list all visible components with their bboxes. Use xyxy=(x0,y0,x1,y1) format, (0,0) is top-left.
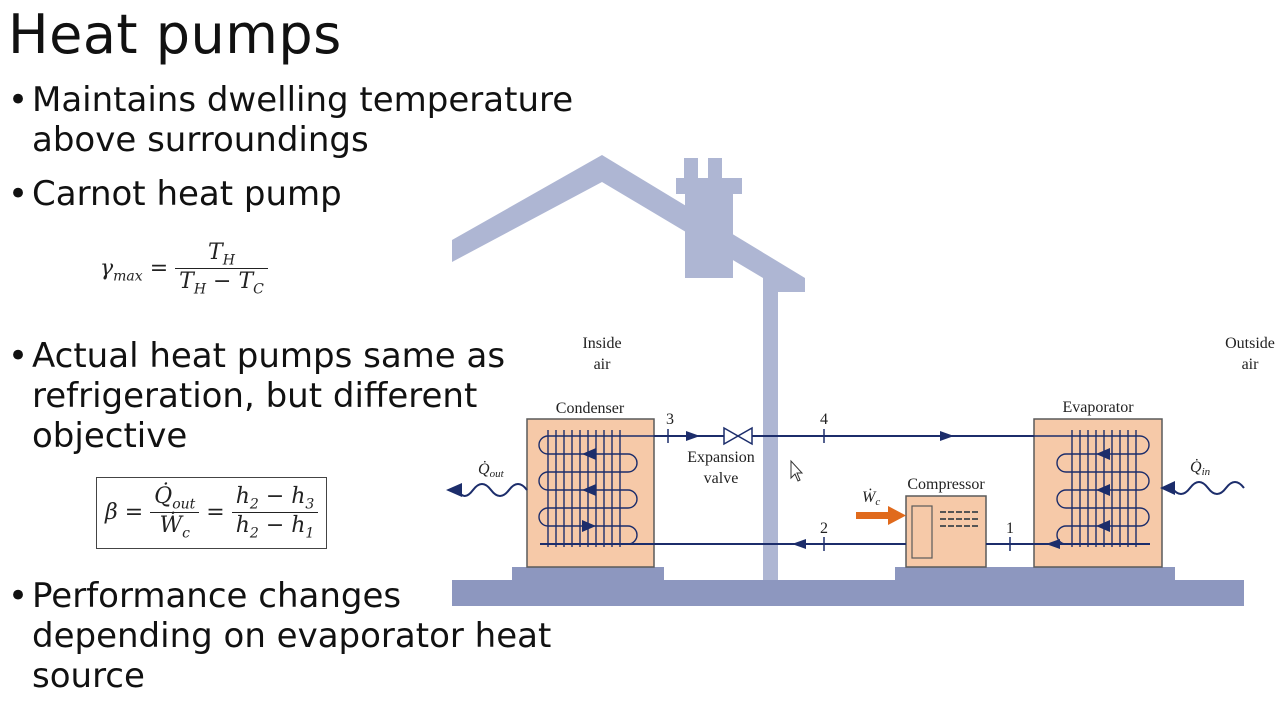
eq-sub: out xyxy=(172,496,196,513)
bullet-dot: • xyxy=(8,336,29,376)
slide-title: Heat pumps xyxy=(8,3,342,66)
bullet-line: Performance changes xyxy=(32,576,402,616)
bullet-line: Actual heat pumps same as xyxy=(32,336,506,376)
condenser-base xyxy=(512,567,664,581)
state-ticks xyxy=(667,429,1011,551)
equation-carnot: γmax = TH TH − TC xyxy=(100,240,268,298)
eq-sub: 2 xyxy=(249,525,259,542)
eq-den: Ẇ xyxy=(159,513,183,539)
bullet-dot: • xyxy=(8,174,29,214)
q-in-subscript: in xyxy=(1202,466,1211,478)
bullet-line: depending on evaporator heat xyxy=(32,616,552,656)
eq-op: − xyxy=(265,484,285,509)
eq-den: h xyxy=(291,513,306,539)
expansion-valve-label: Expansion xyxy=(687,449,755,466)
eq-op: − xyxy=(213,269,232,295)
condenser-label: Condenser xyxy=(556,400,625,417)
eq-num: T xyxy=(208,240,223,265)
chimney-pot xyxy=(708,158,722,180)
eq-sub: C xyxy=(253,281,264,298)
outdoor-base xyxy=(895,567,1175,581)
bullet-dot: • xyxy=(8,576,29,616)
eq-den: T xyxy=(238,269,254,295)
bullet-dot: • xyxy=(8,80,29,120)
eq-sub: 1 xyxy=(305,525,315,542)
eq-sub: c xyxy=(182,525,190,542)
eq-num: h xyxy=(291,484,306,509)
compressor-unit xyxy=(905,495,987,568)
bullet-line: Carnot heat pump xyxy=(32,174,342,214)
state-label-1: 1 xyxy=(1006,520,1014,537)
mouse-cursor-icon xyxy=(790,459,804,482)
bullet-line: Maintains dwelling temperature xyxy=(32,80,574,120)
compressor-vents xyxy=(940,511,980,527)
compressor-panel xyxy=(911,505,933,559)
eq-sub: max xyxy=(113,268,143,285)
chimney-pot xyxy=(684,158,698,180)
inside-air-label: Inside xyxy=(582,335,621,352)
q-in-symbol: Q̇ xyxy=(1190,458,1202,476)
bullet-line: refrigeration, but different xyxy=(32,376,478,416)
w-c-subscript: c xyxy=(875,496,880,508)
work-in-arrow xyxy=(856,506,906,525)
q-in-label: Q̇in xyxy=(1190,458,1211,478)
eq-sub: 2 xyxy=(249,496,259,513)
heat-in-wavy-arrow xyxy=(1160,481,1245,495)
q-out-label: Q̇out xyxy=(478,460,505,480)
q-out-subscript: out xyxy=(490,468,505,480)
outside-air-label: Outside xyxy=(1225,335,1275,352)
eq-op: − xyxy=(265,513,285,539)
expansion-valve-icon xyxy=(723,426,753,446)
eq-num: h xyxy=(235,484,250,509)
compressor-label: Compressor xyxy=(907,476,985,493)
eq-den: T xyxy=(179,269,194,295)
heat-out-wavy-arrow xyxy=(446,483,528,497)
state-label-3: 3 xyxy=(666,411,674,428)
bullet-line: source xyxy=(32,656,145,696)
bullet-dwelling: • Maintains dwelling temperature above s… xyxy=(8,80,573,160)
w-c-label: Ẇc xyxy=(862,488,880,508)
condenser-flow-arrows xyxy=(582,448,596,532)
chimney xyxy=(685,178,733,278)
line-arrows xyxy=(686,431,1060,549)
equation-cop: β = Q̇out Ẇc = h2 − h3 h2 − h1 xyxy=(96,477,328,549)
eq-lhs: β xyxy=(105,499,118,525)
state-label-4: 4 xyxy=(820,411,828,428)
bullet-line: objective xyxy=(32,416,188,456)
eq-den: h xyxy=(235,513,250,539)
w-c-symbol: Ẇ xyxy=(862,488,877,506)
house-outline xyxy=(452,155,805,580)
eq-sub: H xyxy=(222,252,235,269)
inside-air-label: air xyxy=(594,356,612,373)
evaporator-label: Evaporator xyxy=(1062,399,1134,416)
ground xyxy=(452,580,1244,606)
chimney-cap xyxy=(676,178,742,194)
evaporator-flow-arrows xyxy=(1096,448,1110,532)
bullet-carnot: • Carnot heat pump xyxy=(8,174,342,214)
eq-sub: H xyxy=(193,281,207,298)
eq-num: Q̇ xyxy=(154,484,173,509)
bullet-performance: • Performance changes depending on evapo… xyxy=(8,576,551,696)
state-label-2: 2 xyxy=(820,520,828,537)
bullet-line: above surroundings xyxy=(32,120,369,160)
expansion-valve-label: valve xyxy=(704,470,739,487)
eq-lhs: γ xyxy=(100,255,114,281)
q-out-symbol: Q̇ xyxy=(478,460,490,478)
outside-air-label: air xyxy=(1242,356,1260,373)
eq-sub: 3 xyxy=(305,496,315,513)
bullet-actual: • Actual heat pumps same as refrigeratio… xyxy=(8,336,505,456)
